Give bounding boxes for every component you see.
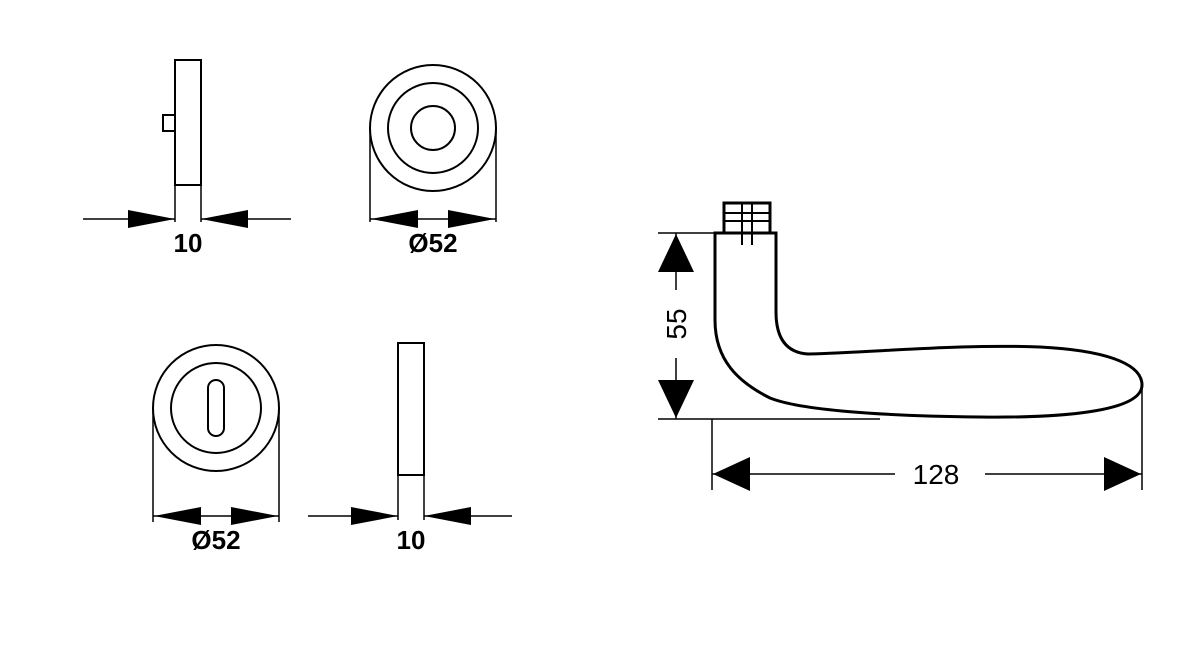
arrowhead xyxy=(713,457,750,491)
lever-handle-view: 55 128 xyxy=(658,201,1144,491)
dimension-label-thickness: 10 xyxy=(397,525,426,555)
arrowhead xyxy=(1104,457,1141,491)
arrowhead xyxy=(424,507,471,525)
rosette-middle-circle xyxy=(387,82,479,174)
arrowhead xyxy=(201,210,248,228)
spindle-block xyxy=(722,201,772,235)
rosette-inner-circle xyxy=(410,105,456,151)
arrowhead xyxy=(154,507,201,525)
rosette-side-view: 10 xyxy=(83,59,291,258)
escutcheon-side-body xyxy=(397,342,425,476)
escutcheon-side-view: 10 xyxy=(308,342,512,555)
handle-body xyxy=(713,231,1144,419)
dimension-label-thickness: 10 xyxy=(174,228,203,258)
arrowhead xyxy=(448,210,495,228)
escutcheon-front-view: Ø52 xyxy=(152,344,280,555)
rosette-side-pin xyxy=(162,114,176,132)
arrowhead xyxy=(231,507,278,525)
arrowhead xyxy=(658,380,694,418)
arrowhead xyxy=(371,210,418,228)
arrowhead xyxy=(128,210,175,228)
dimension-label-diameter: Ø52 xyxy=(191,525,240,555)
escutcheon-inner-circle xyxy=(170,362,262,454)
arrowhead xyxy=(351,507,398,525)
dimension-label-diameter: Ø52 xyxy=(408,228,457,258)
arrowhead xyxy=(658,234,694,272)
rosette-side-body xyxy=(174,59,202,186)
keyhole-slot xyxy=(207,379,225,437)
rosette-front-view: Ø52 xyxy=(369,64,497,258)
dimension-label-length: 128 xyxy=(913,459,960,490)
dimension-label-height: 55 xyxy=(661,308,692,339)
